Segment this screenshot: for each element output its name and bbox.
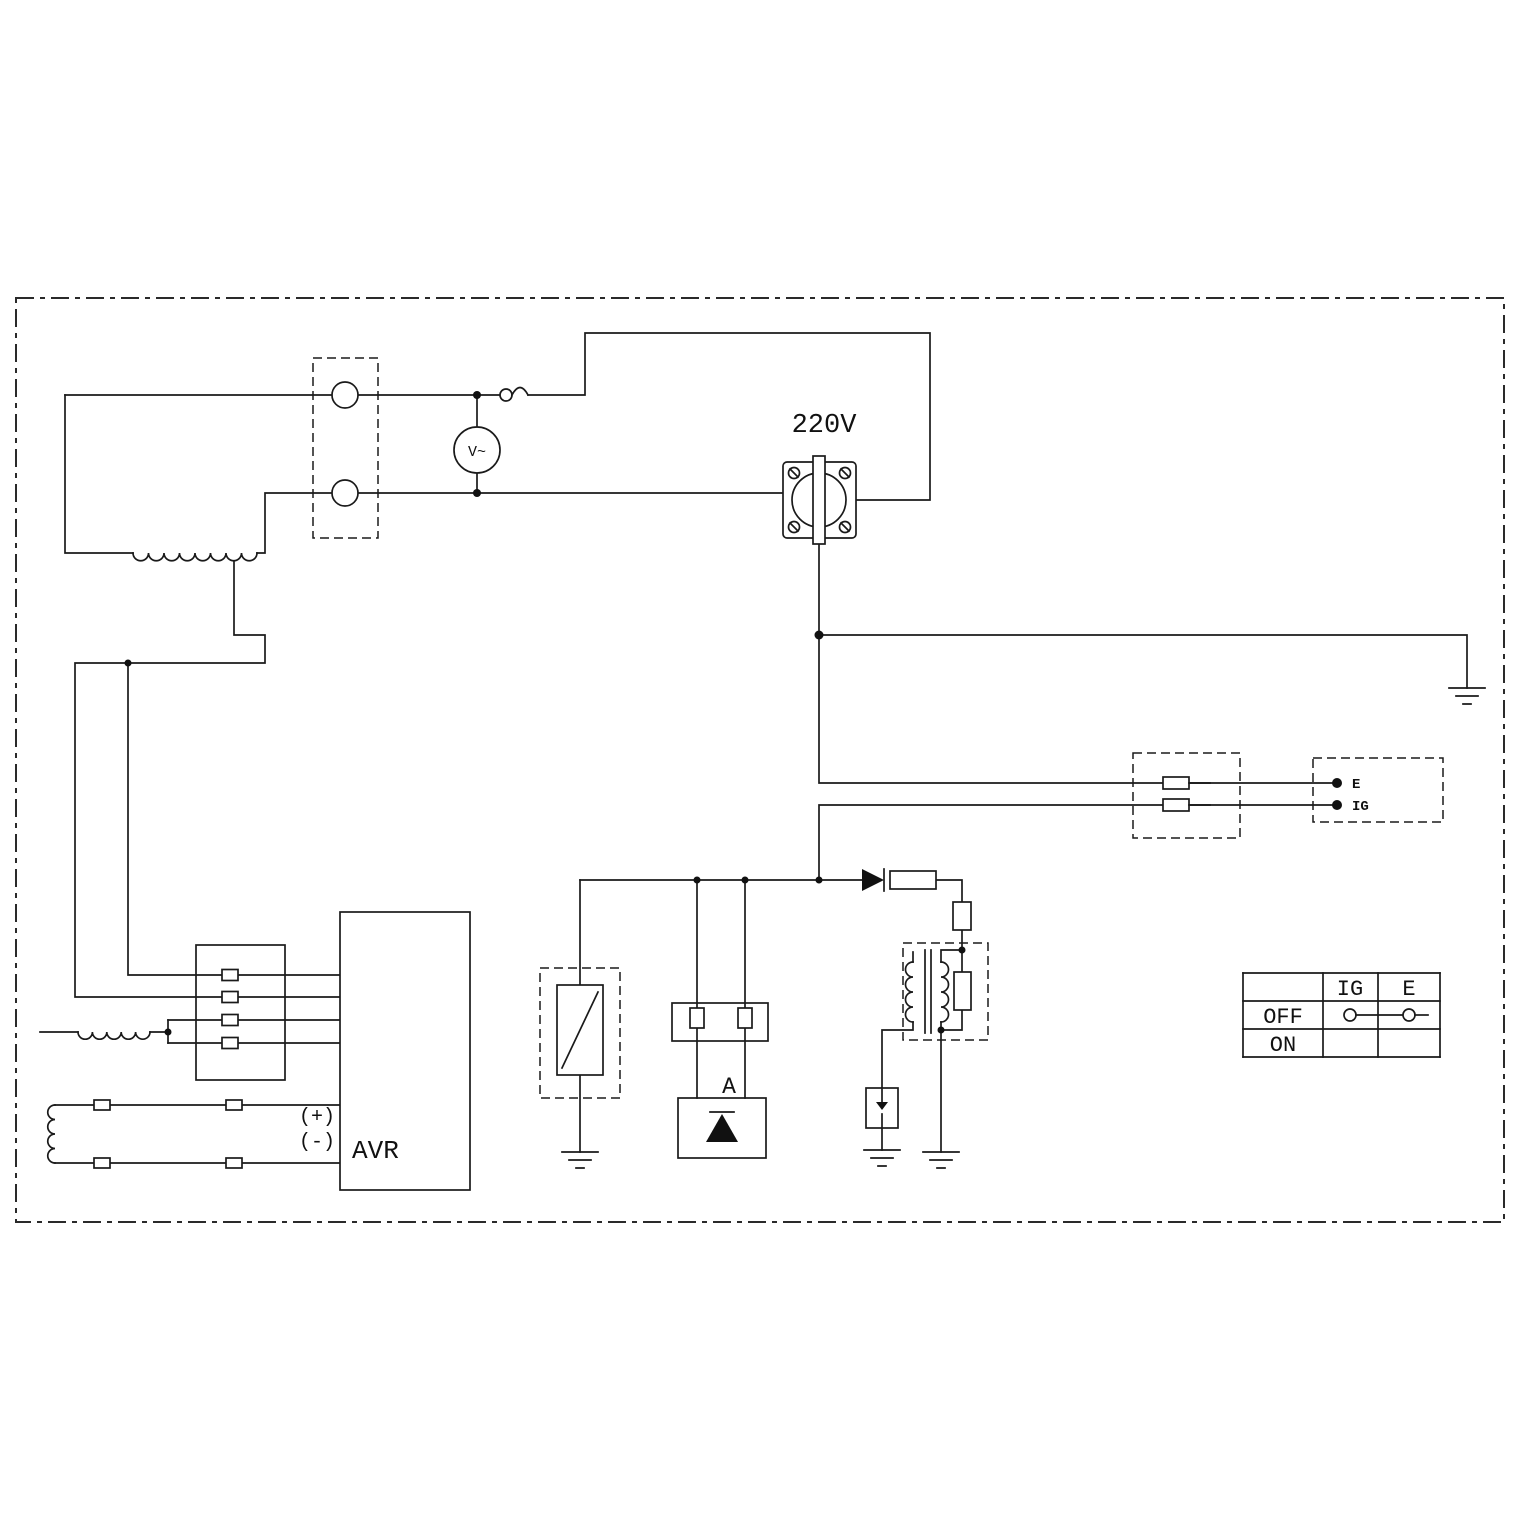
connector-pin (689, 1007, 705, 1029)
secondary-winding (940, 961, 950, 1023)
charge-winding-coil (77, 1031, 151, 1040)
avr-label: AVR (352, 1136, 399, 1166)
avr-box: (+) (-) AVR (299, 911, 471, 1191)
diode-icon (706, 1114, 738, 1142)
switch-off-contact (1343, 1008, 1429, 1022)
switch-row-on: ON (1270, 1033, 1296, 1058)
wire-connector (225, 1157, 243, 1169)
ground-icon (922, 1151, 960, 1169)
connector-pin (1162, 776, 1190, 790)
rectifier-connector (671, 1002, 769, 1042)
avr-minus-label: (-) (299, 1131, 335, 1154)
engine-switch-table: IG E OFF ON (1242, 972, 1441, 1058)
connector-pin (221, 968, 239, 982)
output-terminal-block (312, 357, 379, 539)
avr-connector (195, 944, 286, 1081)
wiring (39, 332, 1468, 1164)
diagram-border (15, 297, 1505, 1223)
ground-icon (863, 1149, 901, 1167)
noise-suppressor-icon (952, 901, 972, 931)
ignition-coil (902, 942, 989, 1041)
indicator-lamp (539, 967, 621, 1099)
ground-icon (1448, 687, 1486, 705)
outlet-slot (812, 455, 826, 545)
stop-switch-connector (1132, 752, 1241, 839)
fuse-icon (499, 386, 530, 402)
junction-dots (124, 391, 966, 1036)
connector-pin (737, 1007, 753, 1029)
wire-connector (93, 1099, 111, 1111)
rectifier-block: A (677, 1074, 767, 1159)
ground-icon (561, 1151, 599, 1169)
avr-plus-label: (+) (299, 1106, 335, 1129)
engine-stop-terminals: E IG (1312, 757, 1444, 823)
terminal-e-label: E (1352, 777, 1360, 793)
connector-pin (221, 990, 239, 1004)
wire-connector (93, 1157, 111, 1169)
switch-row-off: OFF (1263, 1005, 1303, 1030)
connector-pin (221, 1036, 239, 1050)
primary-winding (904, 961, 914, 1023)
inline-diode-icon (862, 868, 885, 892)
outlet-voltage-label: 220V (792, 411, 858, 441)
output-terminal-top (331, 381, 359, 409)
coil-resistor (953, 971, 972, 1011)
outlet-screws (787, 466, 852, 534)
coil-core (924, 949, 932, 1034)
exciter-winding-coil (46, 1099, 243, 1169)
resistor-icon (889, 870, 937, 890)
main-winding-coil (132, 552, 258, 562)
switch-col-e: E (1402, 977, 1415, 1002)
terminal-ig-dot (1332, 800, 1342, 810)
outlet-220v: 220V (782, 411, 858, 545)
terminal-e-dot (1332, 778, 1342, 788)
output-terminal-bottom (331, 479, 359, 507)
terminal-ig-label: IG (1352, 799, 1369, 815)
switch-col-ig: IG (1337, 977, 1363, 1002)
wire-connector (225, 1099, 243, 1111)
rectifier-label: A (722, 1074, 736, 1100)
voltmeter-label: V~ (468, 444, 486, 461)
connector-pin (1162, 798, 1190, 812)
connector-pin (221, 1013, 239, 1027)
spark-plug-icon (865, 1087, 899, 1129)
voltmeter-icon: V~ (453, 426, 501, 474)
